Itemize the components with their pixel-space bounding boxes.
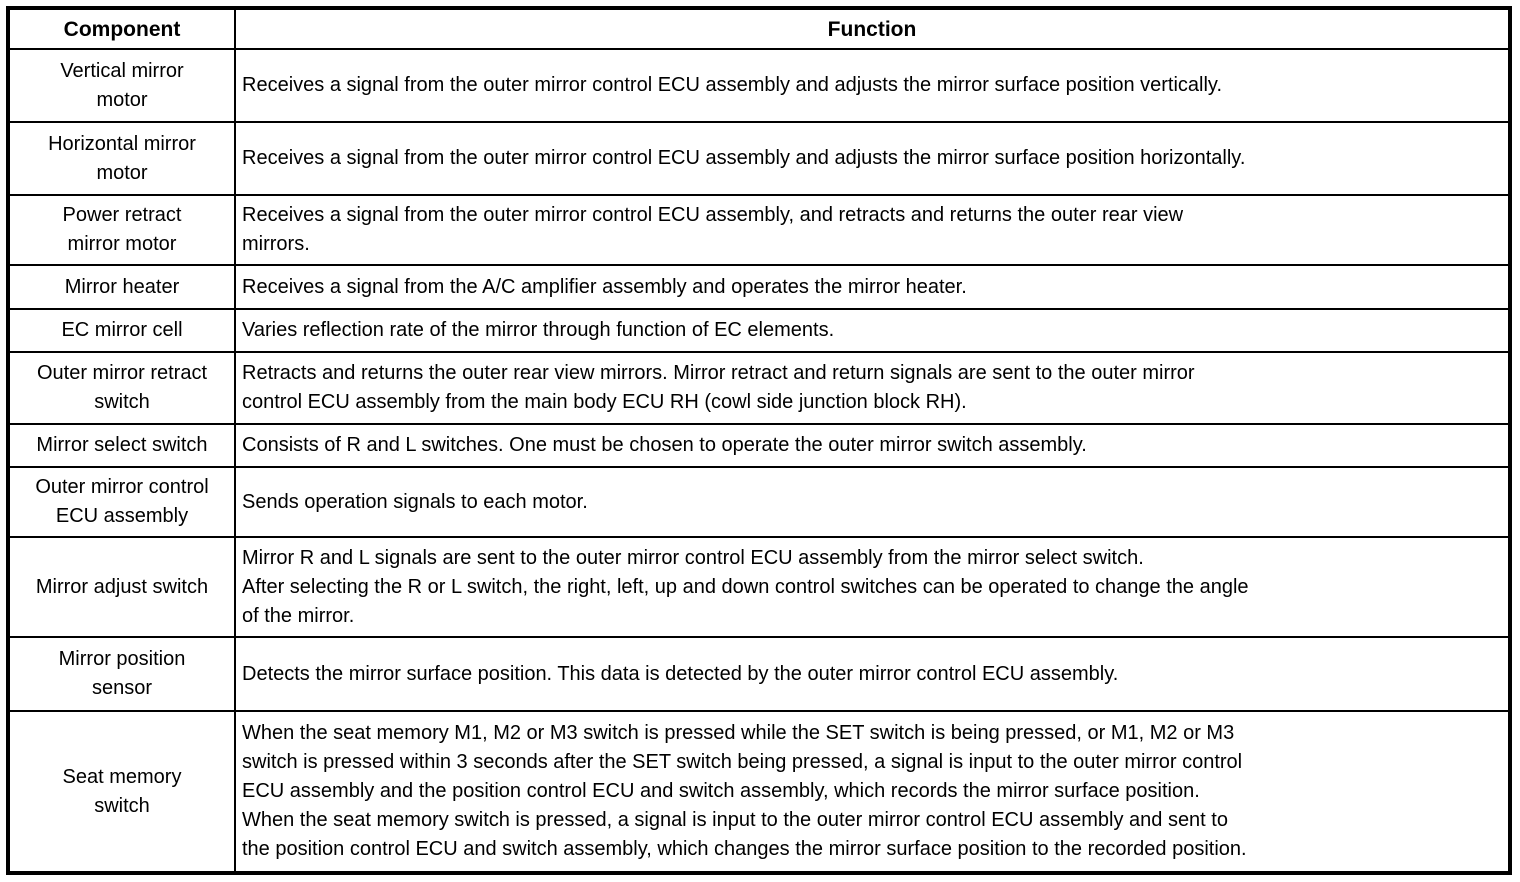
table-row: Seat memory switch When the seat memory … — [7, 710, 1511, 874]
table-row: Mirror position sensor Detects the mirro… — [7, 636, 1511, 712]
table-row: Power retract mirror motor Receives a si… — [7, 194, 1511, 266]
component-cell: Outer mirror control ECU assembly — [7, 466, 236, 538]
table-row: Outer mirror control ECU assembly Sends … — [7, 466, 1511, 538]
component-cell: Mirror select switch — [7, 423, 236, 468]
function-cell: Receives a signal from the A/C amplifier… — [234, 264, 1511, 310]
function-cell: Receives a signal from the outer mirror … — [234, 48, 1511, 123]
table-row: Outer mirror retract switch Retracts and… — [7, 351, 1511, 425]
function-cell: Varies reflection rate of the mirror thr… — [234, 308, 1511, 353]
component-cell: Seat memory switch — [7, 710, 236, 874]
component-cell: Mirror adjust switch — [7, 536, 236, 638]
function-cell: Consists of R and L switches. One must b… — [234, 423, 1511, 468]
function-cell: Retracts and returns the outer rear view… — [234, 351, 1511, 425]
table-row: Mirror select switch Consists of R and L… — [7, 423, 1511, 468]
table-row: EC mirror cell Varies reflection rate of… — [7, 308, 1511, 353]
component-cell: EC mirror cell — [7, 308, 236, 353]
component-cell: Mirror position sensor — [7, 636, 236, 712]
component-cell: Power retract mirror motor — [7, 194, 236, 266]
component-cell: Outer mirror retract switch — [7, 351, 236, 425]
table-row: Mirror adjust switch Mirror R and L sign… — [7, 536, 1511, 638]
function-cell: Detects the mirror surface position. Thi… — [234, 636, 1511, 712]
component-cell: Mirror heater — [7, 264, 236, 310]
table-row: Mirror heater Receives a signal from the… — [7, 264, 1511, 310]
function-column-header: Function — [234, 7, 1511, 50]
table-row: Horizontal mirror motor Receives a signa… — [7, 121, 1511, 196]
component-cell: Horizontal mirror motor — [7, 121, 236, 196]
function-cell: Sends operation signals to each motor. — [234, 466, 1511, 538]
table-header-row: Component Function — [7, 7, 1511, 50]
component-cell: Vertical mirror motor — [7, 48, 236, 123]
function-cell: Receives a signal from the outer mirror … — [234, 194, 1511, 266]
function-cell: Receives a signal from the outer mirror … — [234, 121, 1511, 196]
function-cell: Mirror R and L signals are sent to the o… — [234, 536, 1511, 638]
component-function-table: Component Function Vertical mirror motor… — [6, 6, 1512, 875]
component-column-header: Component — [7, 7, 236, 50]
function-cell: When the seat memory M1, M2 or M3 switch… — [234, 710, 1511, 874]
table-row: Vertical mirror motor Receives a signal … — [7, 48, 1511, 123]
